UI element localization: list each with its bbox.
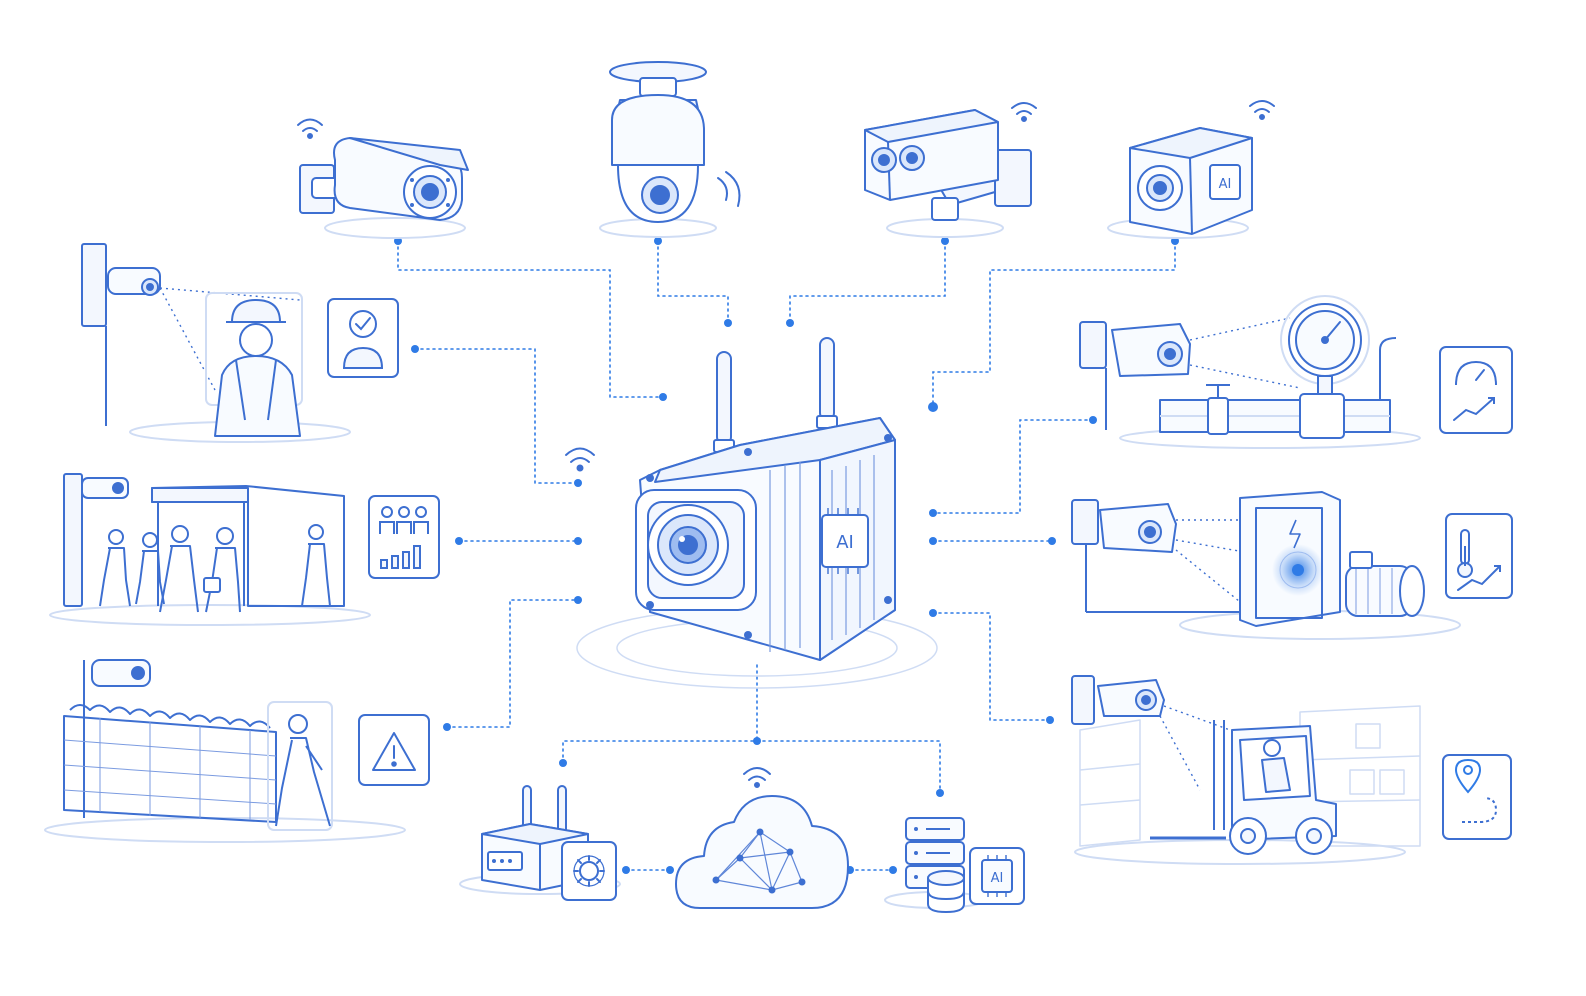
- dome-camera-icon: [599, 61, 741, 238]
- ppe-compliance-scene: [81, 243, 351, 443]
- forklift-tracking-scene: [1071, 675, 1421, 865]
- connector-dome-camera: [657, 240, 729, 324]
- equipment-thermal-scene: [1071, 491, 1461, 640]
- hub-chip-label: AI: [836, 532, 854, 553]
- location-route-icon: [1442, 754, 1512, 840]
- perimeter-intrusion-scene: [44, 659, 406, 843]
- wifi-icon: [565, 447, 595, 472]
- worker-check-icon: [327, 298, 399, 378]
- server-chip-label: AI: [991, 871, 1004, 886]
- gear-icon: [561, 841, 617, 901]
- connector-gauge-scene: [932, 419, 1094, 514]
- connectors: [397, 240, 1176, 871]
- connector-bottom-bus: [562, 740, 941, 794]
- gauge-trend-icon: [1439, 346, 1513, 434]
- edge-gateway-device: [459, 785, 621, 895]
- people-count-icon: [368, 495, 440, 579]
- cube-camera-icon: AI: [1107, 100, 1275, 239]
- bullet-camera-icon: [297, 118, 469, 239]
- server-ai-chip-icon: AI: [969, 847, 1025, 905]
- connector-dots: [394, 237, 1179, 874]
- thermometer-trend-icon: [1445, 513, 1513, 599]
- cloud-icon: [675, 767, 849, 909]
- cube-camera-chip-label: AI: [1219, 177, 1232, 192]
- connector-bullet-camera: [397, 240, 664, 398]
- connector-perimeter-scene: [446, 599, 579, 728]
- gauge-reading-scene: [1079, 295, 1421, 449]
- connector-box-camera: [789, 240, 946, 324]
- connector-cube-camera: [932, 240, 1176, 408]
- database-icon: [927, 870, 965, 914]
- connector-ppe-scene: [414, 348, 579, 484]
- edge-ai-camera-hub: AI: [576, 337, 938, 689]
- people-counting-scene: [49, 473, 371, 626]
- box-camera-icon: [864, 102, 1037, 238]
- ai-chip-icon: AI: [821, 508, 869, 574]
- connector-forklift-scene: [932, 612, 1051, 721]
- warning-icon: [358, 714, 430, 786]
